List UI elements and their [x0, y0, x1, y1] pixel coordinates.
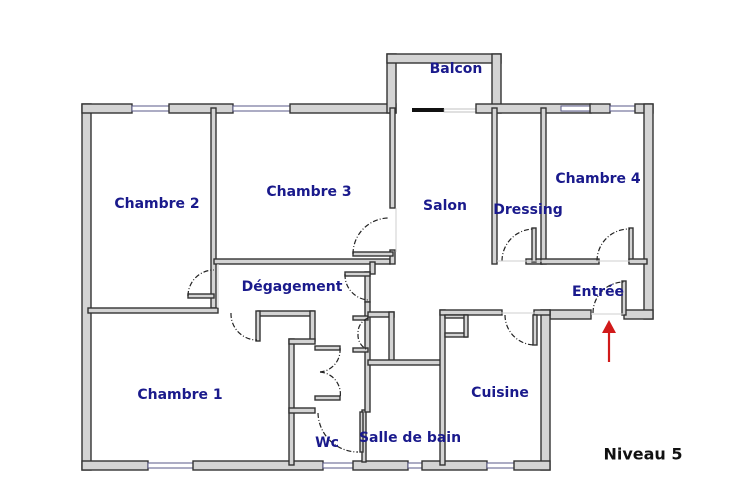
wall-top-right2 [589, 103, 611, 114]
wall-closet-bottom [288, 407, 316, 414]
window-cuisine [486, 462, 515, 469]
balcony-door-slide[interactable] [443, 108, 477, 113]
wall-kitchen-right [540, 309, 551, 471]
wall-left [81, 103, 92, 471]
window-chambre1 [147, 462, 194, 469]
room-label-entree: Entrée [571, 284, 625, 300]
door-jamb-kitchen [532, 314, 538, 346]
door-jamb-dressing [531, 227, 537, 263]
door-closet-upper[interactable] [357, 317, 369, 335]
room-label-salon: Salon [423, 198, 467, 214]
door-degagement-right[interactable] [344, 273, 369, 301]
door-cupboard-upper[interactable] [319, 347, 341, 373]
room-label-wc: Wc [315, 435, 339, 451]
door-jamb-ch3 [352, 251, 394, 257]
door-kitchen[interactable] [504, 314, 535, 346]
level-label: Niveau 5 [603, 444, 683, 464]
window-chambre4-a [560, 105, 591, 112]
wall-salon-dressing [491, 107, 498, 265]
door-chambre3[interactable] [352, 217, 390, 255]
room-label-salle-de-bain: Salle de bain [358, 430, 462, 446]
wall-bottom-1 [81, 460, 149, 471]
door-jamb-degag [344, 271, 371, 277]
wall-degag-stub [369, 261, 376, 275]
door-chambre1[interactable] [230, 312, 258, 341]
wall-ch3-salon [389, 107, 396, 209]
door-cupboard-lower[interactable] [319, 371, 341, 399]
wall-bottom-4 [421, 460, 488, 471]
wall-ch3-salon-low [389, 249, 396, 265]
door-entree[interactable] [592, 281, 625, 314]
wall-ch1-top [257, 310, 315, 317]
wall-top [168, 103, 234, 114]
wall-closet-shelf2 [314, 395, 341, 401]
door-chambre2[interactable] [187, 269, 215, 297]
room-label-balcon: Balcon [429, 61, 483, 77]
wall-ch2-bottom [87, 307, 219, 314]
room-label-cuisine: Cuisine [471, 385, 529, 401]
balcony-door-fixed [412, 108, 444, 112]
door-jamb-ch2 [187, 293, 215, 299]
entry-arrow-icon [602, 320, 616, 362]
door-wc[interactable] [317, 412, 359, 453]
door-jamb-entry [621, 280, 627, 316]
wall-sdb-mid [367, 359, 443, 366]
door-sdb-sliding[interactable] [359, 411, 364, 453]
wall-sdb-inner [388, 311, 395, 363]
wall-bottom-3 [352, 460, 409, 471]
door-closet-lower[interactable] [357, 333, 369, 351]
window-wc [322, 462, 354, 469]
room-label-chambre2: Chambre 2 [114, 196, 200, 212]
window-chambre4-b [609, 105, 636, 112]
wall-entry-left [549, 309, 592, 320]
door-jamb-ch1 [255, 310, 261, 342]
room-label-dressing: Dressing [493, 202, 563, 218]
wall-ch1-right [309, 310, 316, 342]
wall-entry-right [623, 309, 654, 320]
wall-closet-top [288, 338, 316, 345]
window-sdb [407, 462, 423, 469]
room-label-degagement: Dégagement [241, 279, 343, 295]
wall-ch3-bottom [213, 258, 391, 265]
wall-kitchen-nook-c [463, 314, 469, 338]
wall-right [643, 103, 654, 320]
wall-closet-left [288, 338, 295, 466]
room-label-chambre4: Chambre 4 [555, 171, 641, 187]
wall-bottom-5 [513, 460, 551, 471]
door-dressing[interactable] [501, 228, 535, 262]
room-label-chambre1: Chambre 1 [137, 387, 223, 403]
wall-dressing-ch4 [540, 107, 547, 265]
wall-degag-right-2 [364, 301, 371, 413]
wall-ch2-ch3 [210, 107, 217, 309]
window-chambre2 [131, 105, 170, 112]
wall-top-left [81, 103, 133, 114]
wall-bottom-2 [192, 460, 324, 471]
wall-closet-shelf1 [314, 345, 341, 351]
window-chambre3 [232, 105, 291, 112]
room-label-chambre3: Chambre 3 [266, 184, 352, 200]
door-jamb-ch4 [628, 227, 634, 263]
door-chambre4[interactable] [596, 228, 631, 262]
wall-top-mid [289, 103, 397, 114]
